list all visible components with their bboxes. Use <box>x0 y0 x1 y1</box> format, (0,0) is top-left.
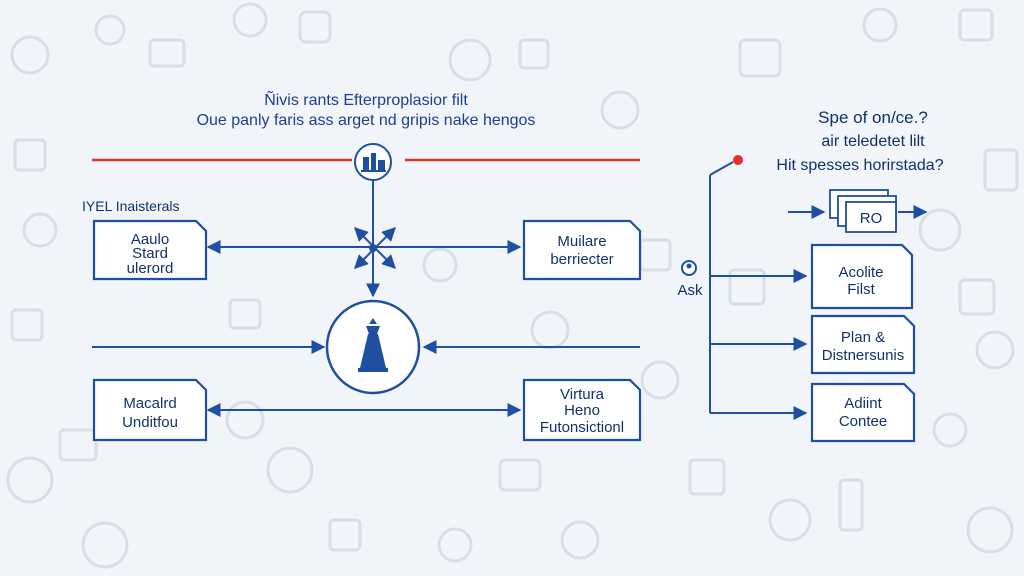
chess-piece-icon <box>358 318 388 372</box>
header-line-1: Ñivis rants Efterproplasior filt <box>264 89 468 109</box>
box-top-right-line-1: Muilare <box>557 233 606 250</box>
bg-gear-icon <box>448 38 492 82</box>
bg-gear-icon <box>862 7 898 43</box>
box-right-1[interactable]: Acolite Filst <box>810 243 914 310</box>
bg-doc-icon <box>13 138 47 172</box>
bg-gear-icon <box>768 498 812 542</box>
box-right-1-line-2: Filst <box>847 281 875 298</box>
question-line-3: Hit spesses horirstada? <box>776 157 943 174</box>
bg-circle-icon <box>22 212 58 248</box>
bg-gear-icon <box>918 208 962 252</box>
bg-box-icon <box>958 278 996 316</box>
bg-monitor-icon <box>148 38 186 68</box>
box-top-right-line-2: berriecter <box>550 251 613 268</box>
bg-gear-icon <box>560 520 600 560</box>
hub-top <box>354 143 392 181</box>
bg-gear-icon <box>266 446 314 494</box>
bg-bottle-icon <box>838 478 864 532</box>
ask-label: Ask <box>677 282 703 299</box>
bg-doc-icon <box>328 518 362 552</box>
bg-circle-icon <box>932 412 968 448</box>
ro-label: RO <box>860 210 883 227</box>
bg-doc-icon <box>958 8 994 42</box>
bg-doc-icon <box>728 268 766 306</box>
box-bottom-right-line-1: Virtura <box>560 386 605 403</box>
bg-circle-icon <box>225 400 265 440</box>
box-bottom-right-line-3: Futonsictionl <box>540 419 624 436</box>
hub-center <box>325 299 421 395</box>
bg-gear-icon <box>10 35 50 75</box>
tree-top-branch <box>709 161 734 176</box>
box-top-left-line-1: Aaulo <box>131 231 169 248</box>
box-top-right[interactable]: Muilare berriecter <box>522 219 642 281</box>
box-right-3-line-2: Contee <box>839 413 887 430</box>
box-right-2[interactable]: Plan & Distnersunis <box>810 314 916 375</box>
bg-gear-icon <box>81 521 129 569</box>
box-bottom-right-line-2: Heno <box>564 402 600 419</box>
bg-box-icon <box>298 10 332 44</box>
box-bottom-left-line-1: Macalrd <box>123 395 176 412</box>
ask-node[interactable]: Ask <box>677 260 703 299</box>
bg-circle-icon <box>975 330 1015 370</box>
question-line-2: air teledetet lilt <box>821 133 925 150</box>
bg-monitor-icon <box>738 38 782 78</box>
bg-doc-icon <box>983 148 1019 192</box>
bg-box-icon <box>688 458 726 496</box>
box-top-left-line-3: ulerord <box>127 260 174 277</box>
red-dot-marker <box>733 155 743 165</box>
header-line-2: Oue panly faris ass arget nd gripis nake… <box>197 112 536 129</box>
box-top-left-line-2: Stard <box>132 245 168 262</box>
bg-circle-icon <box>94 14 126 46</box>
bg-doc-icon <box>518 38 550 70</box>
ro-card-stack[interactable]: RO <box>788 189 928 233</box>
bg-circle-icon <box>600 90 640 130</box>
bg-monitor-icon <box>58 428 98 462</box>
box-right-2-line-1: Plan & <box>841 329 885 346</box>
bg-circle-icon <box>437 527 473 563</box>
bg-monitor-icon <box>498 458 542 492</box>
bg-box-icon <box>10 308 44 342</box>
box-right-2-line-2: Distnersunis <box>822 347 905 364</box>
question-line-1: Spe of on/ce.? <box>818 108 928 127</box>
bg-gear-icon <box>966 506 1014 554</box>
box-bottom-left-line-2: Unditfou <box>122 414 178 431</box>
box-top-left[interactable]: Aaulo Stard ulerord <box>92 219 208 281</box>
box-bottom-left[interactable]: Macalrd Unditfou <box>92 378 208 442</box>
section-label: IYEL Inaisterals <box>82 198 180 214</box>
factory-icon <box>361 153 386 172</box>
box-right-3-line-1: Adiint <box>844 395 882 412</box>
bg-badge-icon <box>232 2 268 38</box>
box-right-1-line-1: Acolite <box>838 264 883 281</box>
bg-circle-icon <box>640 360 680 400</box>
bg-doc-icon <box>228 298 262 330</box>
box-right-3[interactable]: Adiint Contee <box>810 382 916 443</box>
bg-gear-icon <box>6 456 54 504</box>
bg-box-icon <box>638 238 672 272</box>
bg-circle-icon <box>530 310 570 350</box>
box-bottom-right[interactable]: Virtura Heno Futonsictionl <box>522 378 642 442</box>
bg-circle-icon <box>422 247 458 283</box>
